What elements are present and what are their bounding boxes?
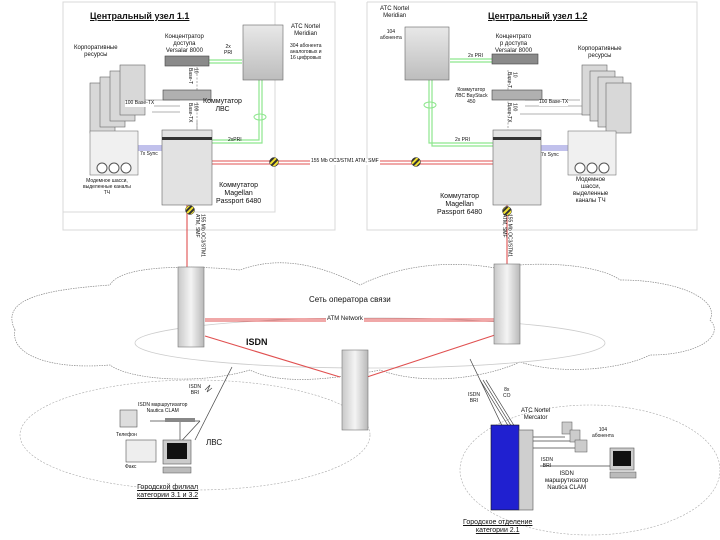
pri-link-label: 2x PRI xyxy=(224,44,233,56)
branch-3-ellipse xyxy=(19,379,371,491)
fiber-marker xyxy=(502,206,512,216)
pbx-name-label: ATC Nortel Meridian xyxy=(380,6,410,19)
link-100basetx-label: 100 Base-TX xyxy=(125,100,155,107)
magellan-switch-1-2 xyxy=(492,129,542,206)
co-lines-label: 8x CO xyxy=(503,387,511,399)
lan-switch-1-2 xyxy=(491,89,543,101)
lan-switch-1-1 xyxy=(162,89,212,101)
uplink-label: 155 Mb OC3/STM1 ATM, SMF xyxy=(500,214,513,258)
fax-label: Факс xyxy=(125,464,137,470)
server-stack-1-1 xyxy=(89,64,146,134)
access-concentrator-label: Концентрато р доступа Versalar 8000 xyxy=(495,34,533,54)
phone-device xyxy=(561,421,573,435)
subscribers-label: 104 абонента xyxy=(592,427,614,439)
pbx-meridian-1-2 xyxy=(404,26,450,81)
modem-chassis-label: Модемное шасси, выделенные каналы ТЧ xyxy=(573,177,609,204)
lan-switch-label: Коммутатор ЛВС BayStack 450 xyxy=(455,87,488,105)
link-10baset-label: 10 Base-T xyxy=(505,72,518,89)
pbx-mercator-label: ATC Nortel Mercator xyxy=(521,408,551,421)
modem-chassis-label: Модемное шасси, выделенные каналы ТЧ xyxy=(83,178,131,196)
link-bundle-mark xyxy=(253,113,267,121)
isdn-label: ISDN xyxy=(246,337,268,347)
pbx-name-label: ATC Nortel Meridian xyxy=(291,24,321,37)
fiber-marker xyxy=(269,157,279,167)
pri-link-2-label: 2x PRI xyxy=(455,137,471,143)
fax-device xyxy=(125,439,157,463)
isdn-router-3 xyxy=(165,418,195,422)
fiber-marker xyxy=(185,205,195,215)
corporate-resources-label: Корпоративные ресурсы xyxy=(74,45,118,58)
access-concentrator-1-2 xyxy=(491,53,539,65)
corporate-resources-label: Корпоративные ресурсы xyxy=(578,46,622,59)
node-1-2-frame-outline xyxy=(366,1,698,231)
link-100basetx-vertical-label: 100 Base-TX xyxy=(186,103,199,123)
phone-device xyxy=(574,439,588,453)
magellan-switch-label: Коммутатор Magellan Passport 6480 xyxy=(216,182,262,206)
access-concentrator-label: Концентратор доступа Versalar 8000 xyxy=(165,34,204,54)
isdn-router-label: ISDN маршрутизатор Nautica CLAM xyxy=(138,402,188,414)
sync-link-label: 7x Sync xyxy=(541,152,559,158)
sync-link-label: 7x Sync xyxy=(140,151,158,157)
pri-link-2-label: 2xPRI xyxy=(228,137,242,143)
operator-switch-center xyxy=(341,349,369,431)
link-100basetx-label: 100 Base-TX xyxy=(539,99,569,106)
node-1-1-title: Центральный узел 1.1 xyxy=(90,11,190,21)
node-1-2-title: Центральный узел 1.2 xyxy=(488,11,588,21)
backbone-link-label: 155 Mb OC3/STM1 ATM, SMF xyxy=(310,158,380,165)
operator-switch-left xyxy=(177,266,205,348)
lan-switch-label: Коммутатор ЛВС xyxy=(203,98,242,114)
isdn-bri-2-label: ISDN BRI xyxy=(541,457,553,469)
isdn-cloud xyxy=(134,317,606,369)
magellan-switch-label: Коммутатор Magellan Passport 6480 xyxy=(437,193,483,217)
branch-3-title: Городской филиал категории 3.1 и 3.2 xyxy=(137,484,199,500)
server-stack-1-2 xyxy=(581,64,632,134)
pri-links-1-1 xyxy=(208,59,263,144)
lan-label: ЛВС xyxy=(206,438,223,447)
isdn-bri-label: ISDN BRI xyxy=(189,384,201,396)
uplink-label: 155 Mb OC3/STM1 ATM, SMF xyxy=(193,214,206,258)
operator-switch-right xyxy=(493,263,521,345)
pbx-mercator xyxy=(490,424,520,511)
node-1-1-frame-outline xyxy=(62,1,336,231)
access-concentrator-1-1 xyxy=(164,55,210,67)
sync-links xyxy=(138,145,568,151)
pri-link-label: 2x PRI xyxy=(468,53,484,59)
isdn-router-label: ISDN маршрутизатор Nautica CLAM xyxy=(545,471,589,491)
pbx-subscribers-label: 304 абонента аналоговых и 16 цифровых xyxy=(290,43,322,61)
operator-network-title: Сеть оператора связи xyxy=(309,295,391,304)
branch-2-title: Городское отделение категории 2.1 xyxy=(463,519,533,535)
link-10baset-label: 10 Base-T xyxy=(186,68,199,85)
magellan-switch-1-1 xyxy=(161,129,213,206)
atm-network-label: ATM Network xyxy=(326,316,364,323)
phone-label: Телефон xyxy=(116,432,137,438)
pbx-subscribers-label: 104 абонента xyxy=(380,29,402,41)
pbx-meridian-1-1 xyxy=(242,24,284,81)
phone-device xyxy=(119,409,138,428)
fiber-marker xyxy=(411,157,421,167)
isdn-bri-label: ISDN BRI xyxy=(468,392,480,404)
link-100basetx-vertical-label: 100 Base-TX xyxy=(505,103,518,123)
